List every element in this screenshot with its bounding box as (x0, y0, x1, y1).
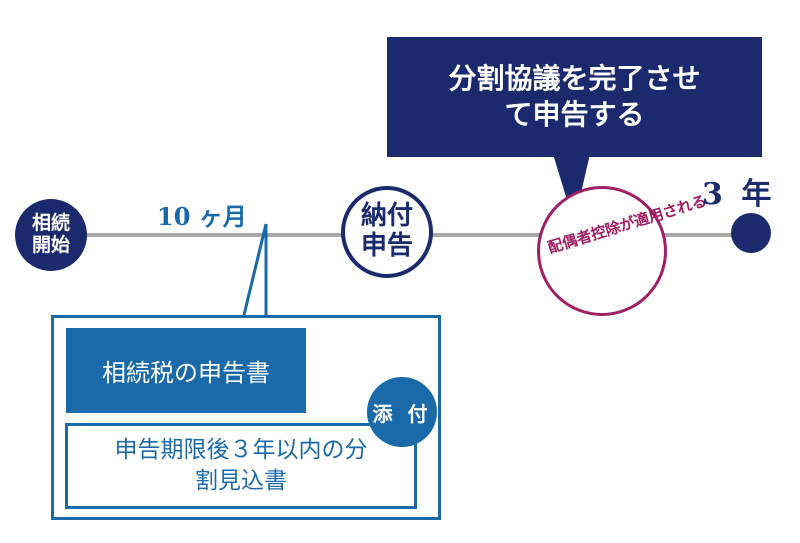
filing-label: 納付申告 (360, 201, 413, 261)
ten-months-leader (242, 223, 268, 316)
tax-return-title: 相続税の申告書 (66, 328, 306, 413)
callout-pointer (553, 154, 590, 223)
spouse-deduction-node (537, 186, 667, 316)
three-years-node (731, 213, 771, 253)
division-plan-text: 申告期限後３年以内の分割見込書 (114, 436, 368, 494)
division-plan-box: 申告期限後３年以内の分割見込書 (65, 423, 417, 509)
filing-node: 納付申告 (341, 186, 433, 278)
attach-badge: 添 付 (367, 377, 437, 447)
three-years-label: 3 年 (702, 177, 776, 212)
callout-text: 分割協議を完了させて申告する (448, 61, 701, 131)
callout-box: 分割協議を完了させて申告する (387, 37, 762, 157)
inheritance-start-label: 相続開始 (31, 212, 70, 256)
inheritance-start-node: 相続開始 (15, 199, 87, 271)
ten-months-label: 10 ヶ月 (157, 202, 247, 231)
